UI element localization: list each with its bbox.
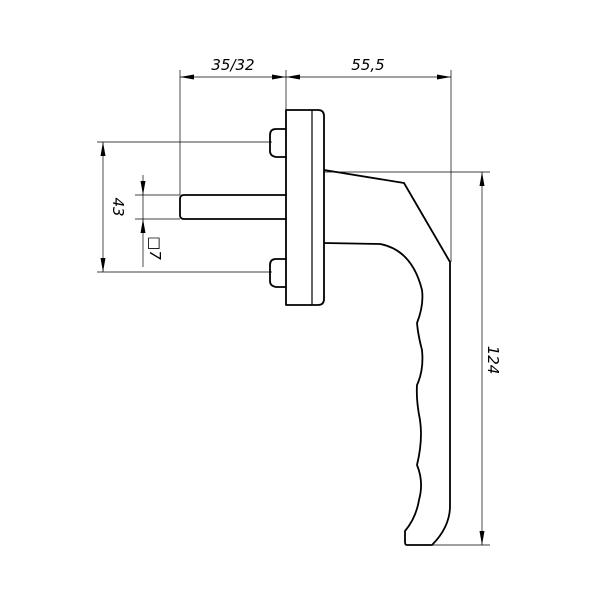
- dim-handle-projection: 55,5: [351, 56, 384, 74]
- rosette-plate: [285, 109, 325, 306]
- dim-bolt-spacing: 43: [109, 197, 127, 216]
- dimension-handle-length: 124: [324, 171, 502, 546]
- handle-lever: [323, 169, 451, 546]
- spindle: [179, 194, 286, 220]
- bolt-bottom: [269, 258, 286, 288]
- dim-handle-length: 124: [484, 346, 502, 375]
- dimension-bolt-spacing: 43: [97, 141, 272, 273]
- dim-spindle-square: □7: [146, 236, 164, 260]
- bolt-top: [269, 128, 286, 158]
- dimension-spindle-square: □7: [135, 175, 180, 267]
- dim-spindle-length: 35/32: [211, 56, 254, 74]
- dimension-top: 35/32 55,5: [179, 56, 452, 262]
